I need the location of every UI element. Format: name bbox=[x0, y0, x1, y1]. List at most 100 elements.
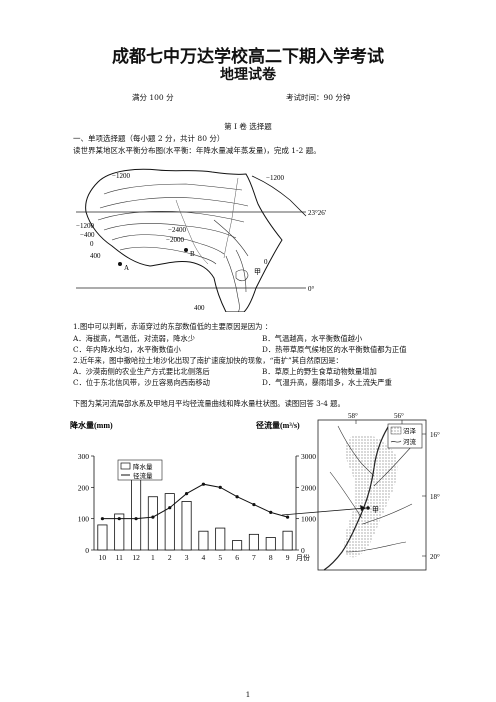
q2-stem: 2.近年来，图中撒哈拉土地沙化出现了南扩速度加快的现象，“南扩”其自然原因是： bbox=[73, 356, 343, 365]
main-river bbox=[323, 423, 391, 571]
section-heading: 一、单项选择题（每小题 2 分，共计 80 分） bbox=[73, 134, 225, 143]
x-tick-label: 2 bbox=[168, 553, 172, 562]
runoff-line bbox=[102, 483, 288, 520]
q1-option-c: C．年内降水均匀，水平衡数值小 bbox=[73, 345, 181, 354]
point-jia bbox=[366, 506, 370, 510]
longitude-label: 58° bbox=[348, 412, 358, 420]
q1-stem: 1.图中可以判断，赤道穿过的东部数值低的主要原因是因为 ： bbox=[73, 322, 272, 331]
q1-option-a: A．海拔高，气温低，对流弱，降水少 bbox=[73, 334, 196, 343]
y2-tick-label: 1000 bbox=[301, 515, 316, 524]
q2-option-c: C．位于东北信风带，沙丘容易向西南移动 bbox=[73, 378, 210, 387]
precip-bar bbox=[215, 527, 226, 551]
x-tick-label: 1 bbox=[151, 553, 155, 562]
contour-label: −2000 bbox=[166, 236, 184, 244]
x-tick-label: 12 bbox=[132, 553, 140, 562]
x-tick-label: 4 bbox=[202, 553, 206, 562]
precip-bar bbox=[232, 540, 243, 551]
school-title: 成都七中万达学校高二下期入学考试 bbox=[112, 47, 384, 67]
runoff-point bbox=[100, 517, 105, 521]
page-number: 1 bbox=[245, 690, 251, 699]
precip-bar bbox=[131, 479, 142, 551]
precip-bar bbox=[265, 537, 276, 551]
runoff-point bbox=[235, 495, 239, 499]
y-tick-label: 200 bbox=[78, 483, 90, 492]
precip-bar bbox=[97, 524, 108, 551]
point-label: 甲 bbox=[372, 506, 379, 514]
contour-label: 0 bbox=[90, 240, 94, 248]
connector-arrow bbox=[281, 505, 367, 516]
point-label: 甲 bbox=[254, 268, 261, 276]
legend-swamp-swatch bbox=[390, 426, 402, 435]
x-tick-label: 10 bbox=[99, 553, 107, 562]
q1-option-d: D．热带草原气候地区的水平衡数值都为正值 bbox=[262, 345, 407, 354]
intro-text: 读世界某地区水平衡分布图(水平衡：年降水量减年蒸发量)，完成 1-2 题。 bbox=[73, 146, 321, 155]
precip-runoff-chart: 降水量(mm) 径流量(m³/s) 0100200300010002000300… bbox=[70, 420, 316, 562]
contour-label: 0 bbox=[264, 258, 268, 266]
longitude-label: 56° bbox=[394, 412, 404, 420]
legend-label-runoff: 径流量 bbox=[133, 471, 153, 480]
legend-river-label: 河流 bbox=[403, 437, 417, 446]
legend-river-swatch bbox=[390, 440, 402, 443]
latitude-label: 16° bbox=[430, 431, 440, 439]
y-tick-label: 0 bbox=[85, 546, 89, 555]
africa-outline bbox=[85, 168, 283, 312]
legend-label-precip: 降水量 bbox=[133, 462, 153, 471]
q2-option-b: B．草原上的野生食草动物数量增加 bbox=[262, 367, 377, 376]
q1-option-b: B．气温越高，水平衡数值越小 bbox=[262, 334, 363, 343]
point-label: A bbox=[124, 264, 129, 272]
point-label: B bbox=[190, 250, 195, 258]
contour-label: −400 bbox=[80, 231, 95, 239]
precip-bar bbox=[114, 513, 125, 551]
x-tick-label: 3 bbox=[185, 553, 189, 562]
water-balance-map: −1200 −1200 −1200 −400 0 400 −2400 −2000… bbox=[76, 160, 336, 312]
intro-q3-4: 下图为某河流局部水系及甲地月平均径流量曲线和降水量柱状图。读图回答 3-4 题。 bbox=[73, 399, 345, 408]
runoff-point bbox=[252, 502, 256, 507]
point-a bbox=[118, 262, 122, 266]
y2-tick-label: 3000 bbox=[301, 452, 316, 461]
q2-option-d: D．气温升高，暴雨增多，水土流失严重 bbox=[262, 378, 392, 387]
y-tick-label: 100 bbox=[78, 515, 90, 524]
precip-bar bbox=[248, 533, 259, 551]
x-axis-label: 月份 bbox=[296, 553, 310, 562]
runoff-point bbox=[117, 517, 121, 521]
y2-axis-label: 径流量(m³/s) bbox=[256, 420, 300, 430]
x-tick-label: 9 bbox=[286, 553, 290, 562]
latitude-label: 18° bbox=[430, 493, 440, 501]
y2-tick-label: 2000 bbox=[301, 483, 316, 492]
x-tick-label: 6 bbox=[235, 553, 239, 562]
contour-label: −1200 bbox=[112, 172, 130, 180]
precip-bar bbox=[147, 496, 158, 551]
x-tick-label: 5 bbox=[218, 553, 222, 562]
y2-tick-label: 0 bbox=[301, 546, 305, 555]
contour-label: 400 bbox=[194, 304, 205, 312]
precip-bar bbox=[282, 530, 293, 551]
runoff-point bbox=[201, 482, 206, 486]
legend-swamp-label: 沼泽 bbox=[403, 426, 417, 435]
runoff-point bbox=[269, 510, 273, 514]
runoff-point bbox=[285, 515, 290, 519]
volume-title: 第 I 卷 选择题 bbox=[224, 122, 272, 131]
runoff-point bbox=[168, 506, 172, 510]
contour-label: −1200 bbox=[266, 174, 284, 182]
y-axis-label: 降水量(mm) bbox=[70, 420, 113, 430]
time-info: 考试时间：90 分钟 bbox=[286, 93, 351, 102]
runoff-point bbox=[151, 515, 155, 519]
swamp-area bbox=[344, 434, 398, 558]
runoff-point bbox=[134, 517, 138, 521]
contour-label: −1200 bbox=[76, 222, 94, 230]
x-tick-label: 7 bbox=[252, 553, 256, 562]
river-system-map: 58° 56° 16° 18° 20° 甲 沼泽 河流 bbox=[317, 412, 440, 571]
runoff-point bbox=[184, 492, 189, 496]
x-tick-label: 8 bbox=[269, 553, 273, 562]
legend-swatch-bar bbox=[120, 462, 131, 470]
latitude-label: 23°26′ bbox=[308, 209, 327, 217]
contour-label: 400 bbox=[90, 252, 101, 260]
x-tick-label: 11 bbox=[116, 553, 123, 562]
q2-option-a: A．沙漠南侧的农业生产方式要比北侧落后 bbox=[73, 367, 210, 376]
subject-title: 地理试卷 bbox=[220, 67, 276, 83]
precip-bar bbox=[164, 493, 175, 551]
point-b bbox=[184, 248, 188, 252]
contour-label: −2400 bbox=[168, 226, 186, 234]
precip-bar bbox=[198, 530, 209, 551]
y-tick-label: 300 bbox=[78, 452, 90, 461]
